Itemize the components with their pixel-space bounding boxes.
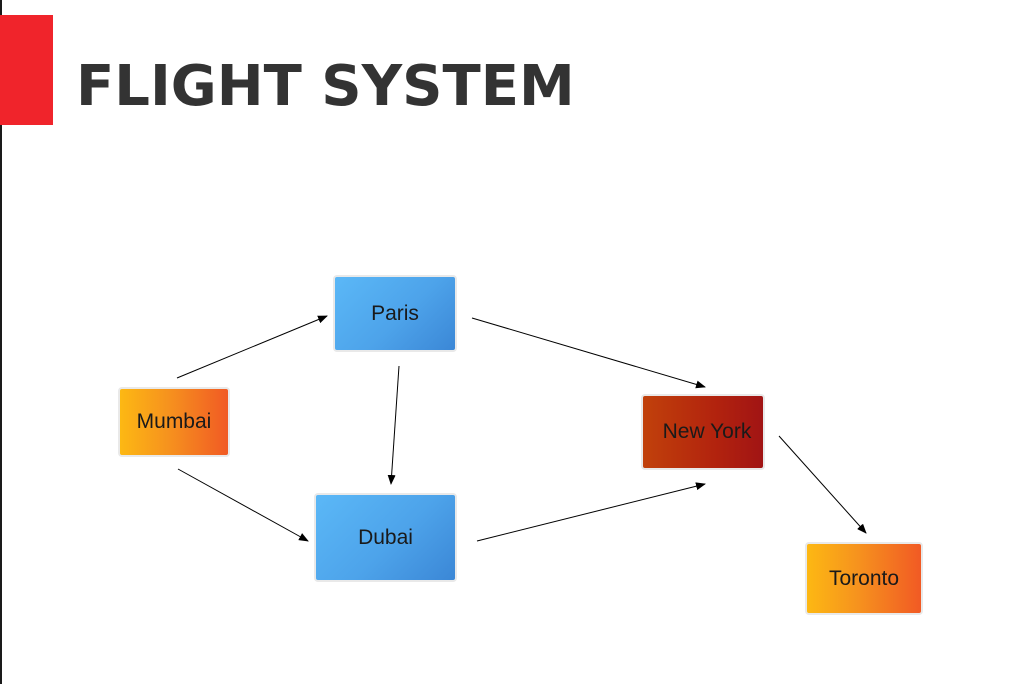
edge-dubai-newyork [476,482,706,542]
node-paris[interactable]: Paris [333,275,457,352]
node-toronto[interactable]: Toronto [805,542,923,615]
node-dubai[interactable]: Dubai [314,493,457,582]
node-label: Paris [371,301,419,325]
node-mumbai[interactable]: Mumbai [118,387,230,457]
node-label: Dubai [358,525,413,549]
edge-mumbai-paris [176,315,328,379]
edge-paris-newyork [471,317,706,389]
node-label: Toronto [828,566,900,590]
title-accent-bar [0,15,53,125]
node-new-york[interactable]: New York [641,394,765,470]
slide-left-border [0,0,2,684]
edge-newyork-toronto [778,435,867,534]
slide-title: FLIGHT SYSTEM [76,54,575,119]
node-label: Mumbai [136,410,212,433]
node-label: New York [662,420,752,443]
edge-mumbai-dubai [177,468,309,542]
edge-paris-dubai [387,365,400,485]
